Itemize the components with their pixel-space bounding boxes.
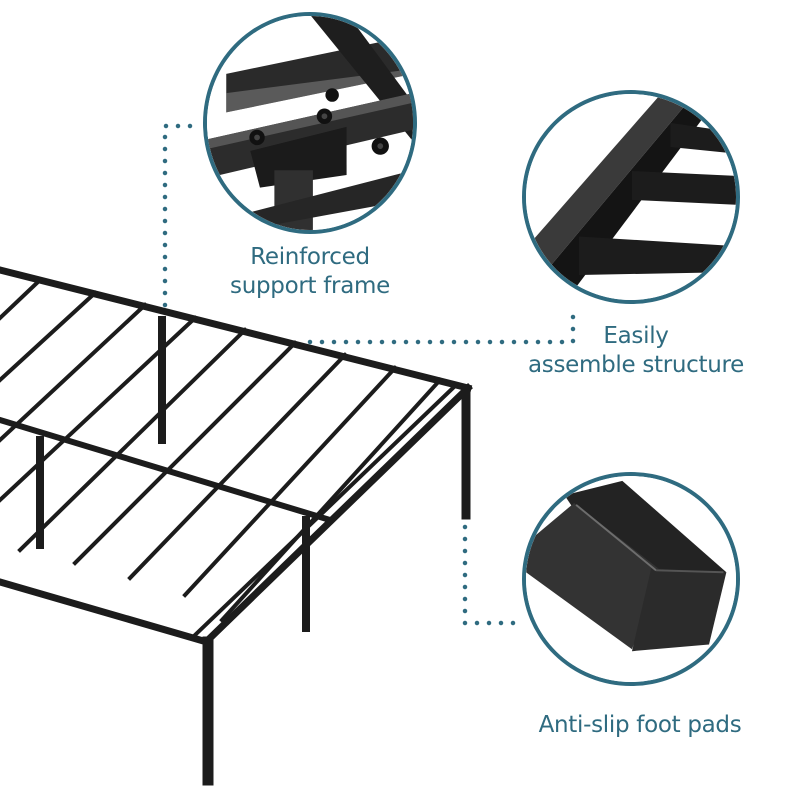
assembly-label-line2: assemble structure — [527, 352, 745, 378]
assembly-label-line1: Easily — [603, 323, 669, 349]
slat-rail-detail-icon — [526, 94, 736, 300]
leg-foot-cap-detail-icon — [526, 476, 736, 682]
support-label-line2: support frame — [230, 273, 390, 299]
feature-label-support: Reinforced support frame — [200, 243, 420, 301]
assembly-structure-callout — [522, 90, 740, 304]
footpads-label-line1: Anti-slip foot pads — [538, 712, 742, 738]
foot-pads-callout — [522, 472, 740, 686]
feature-label-assembly: Easily assemble structure — [508, 322, 764, 380]
feature-label-footpads: Anti-slip foot pads — [512, 711, 768, 740]
support-label-line1: Reinforced — [250, 244, 370, 270]
support-frame-callout — [203, 12, 417, 234]
bracket-bolts-detail-icon — [207, 16, 413, 230]
